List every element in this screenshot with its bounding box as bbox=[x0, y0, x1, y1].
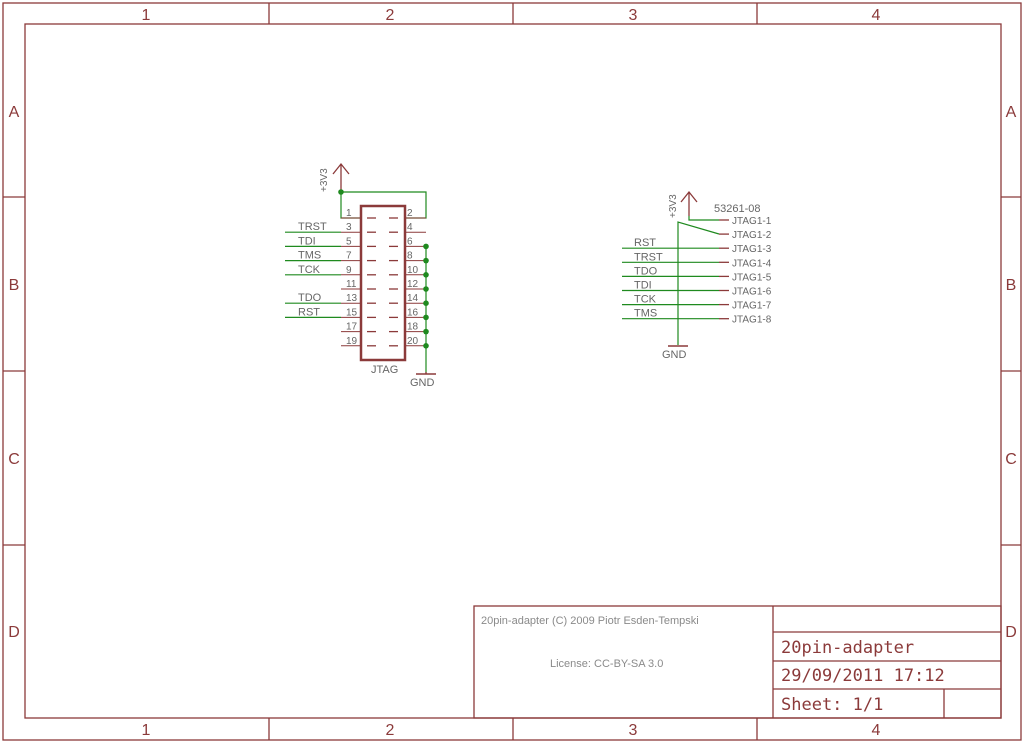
pin-name: JTAG1-4 bbox=[732, 258, 772, 269]
pin-number-right: 4 bbox=[407, 222, 413, 233]
title-block: 20pin-adapter (C) 2009 Piotr Esden-Temps… bbox=[473, 605, 1002, 719]
junction-dot bbox=[423, 272, 429, 278]
title-block-title: 20pin-adapter bbox=[781, 638, 914, 658]
jtag20-body bbox=[359, 204, 407, 362]
pin-number-left: 11 bbox=[346, 279, 357, 290]
net-label: RST bbox=[298, 306, 320, 318]
pin-number-right: 12 bbox=[407, 279, 419, 290]
pin-number-right: 18 bbox=[407, 322, 419, 333]
net-label: TMS bbox=[634, 308, 657, 320]
pin-number-right: 2 bbox=[407, 208, 413, 219]
junction-dot bbox=[423, 286, 429, 292]
col-marker-top-2: 2 bbox=[386, 7, 395, 24]
row-marker-right-a: A bbox=[1006, 104, 1017, 121]
row-marker-left-d: D bbox=[8, 624, 20, 641]
pin-number-right: 20 bbox=[407, 336, 419, 347]
title-block-copyright: 20pin-adapter (C) 2009 Piotr Esden-Temps… bbox=[481, 615, 699, 627]
pin-name: JTAG1-5 bbox=[732, 272, 772, 283]
connector8-ground-label: GND bbox=[662, 349, 687, 361]
net-label: TCK bbox=[634, 294, 657, 306]
pin-number-left: 3 bbox=[346, 222, 352, 233]
row-marker-left-b: B bbox=[9, 277, 20, 294]
pin-number-left: 19 bbox=[346, 336, 358, 347]
jtag20-name-label: JTAG bbox=[371, 364, 398, 376]
jtag20-ground-label: GND bbox=[410, 377, 435, 389]
junction-dot bbox=[423, 328, 429, 335]
net-label: TRST bbox=[298, 221, 327, 233]
pin-number-right: 16 bbox=[407, 307, 419, 318]
title-block-license: License: CC-BY-SA 3.0 bbox=[550, 658, 663, 670]
junction-dot bbox=[423, 243, 429, 250]
pin-number-right: 6 bbox=[407, 236, 413, 247]
inner-frame bbox=[24, 23, 1002, 719]
pin-number-right: 8 bbox=[407, 251, 413, 262]
pin-number-left: 9 bbox=[346, 265, 352, 276]
connector8-part-number: 53261-08 bbox=[714, 203, 761, 215]
connector8-supply-label: +3V3 bbox=[668, 194, 679, 218]
jtag20-supply-label: +3V3 bbox=[319, 168, 330, 192]
pin-number-left: 15 bbox=[346, 307, 358, 318]
col-marker-bottom-3: 3 bbox=[629, 722, 638, 739]
col-marker-top-3: 3 bbox=[629, 7, 638, 24]
net-label: TDI bbox=[298, 235, 316, 247]
net-label: TRST bbox=[634, 251, 663, 263]
row-marker-left-a: A bbox=[9, 104, 20, 121]
row-marker-right-d: D bbox=[1005, 624, 1017, 641]
row-marker-right-b: B bbox=[1006, 277, 1017, 294]
pin-number-right: 10 bbox=[407, 265, 419, 276]
pin-number-left: 5 bbox=[346, 236, 352, 247]
pin-name: JTAG1-2 bbox=[732, 230, 772, 241]
col-marker-bottom-1: 1 bbox=[142, 722, 151, 739]
supply-arrow-icon bbox=[680, 190, 698, 216]
row-marker-right-c: C bbox=[1005, 451, 1017, 468]
net-label: TCK bbox=[298, 264, 321, 276]
col-marker-top-4: 4 bbox=[872, 7, 881, 24]
pin-name: JTAG1-3 bbox=[732, 244, 772, 255]
pin-name: JTAG1-6 bbox=[732, 287, 772, 298]
col-marker-top-1: 1 bbox=[142, 7, 151, 24]
pin-number-left: 13 bbox=[346, 293, 358, 304]
pin-number-left: 1 bbox=[346, 208, 352, 219]
row-marker-left-c: C bbox=[8, 451, 20, 468]
junction-dot bbox=[423, 343, 429, 349]
col-marker-bottom-4: 4 bbox=[872, 722, 881, 739]
net-label: TDO bbox=[298, 292, 322, 304]
pin-number-left: 17 bbox=[346, 322, 358, 333]
pin-number-right: 14 bbox=[407, 293, 419, 304]
junction-dot bbox=[423, 300, 429, 307]
pin-name: JTAG1-8 bbox=[732, 315, 772, 326]
junction-dot bbox=[423, 314, 429, 321]
net-label: TDI bbox=[634, 280, 652, 292]
title-block-date: 29/09/2011 17:12 bbox=[781, 666, 945, 686]
junction-dot bbox=[423, 257, 429, 264]
col-marker-bottom-2: 2 bbox=[386, 722, 395, 739]
pin-number-left: 7 bbox=[346, 251, 352, 262]
pin-name: JTAG1-7 bbox=[732, 301, 772, 312]
title-block-sheet: Sheet: 1/1 bbox=[781, 695, 883, 715]
net-label: TMS bbox=[298, 250, 321, 262]
net-label: TDO bbox=[634, 265, 658, 277]
supply-arrow-icon bbox=[332, 162, 350, 190]
pin-name: JTAG1-1 bbox=[732, 216, 772, 227]
net-label: RST bbox=[634, 237, 656, 249]
